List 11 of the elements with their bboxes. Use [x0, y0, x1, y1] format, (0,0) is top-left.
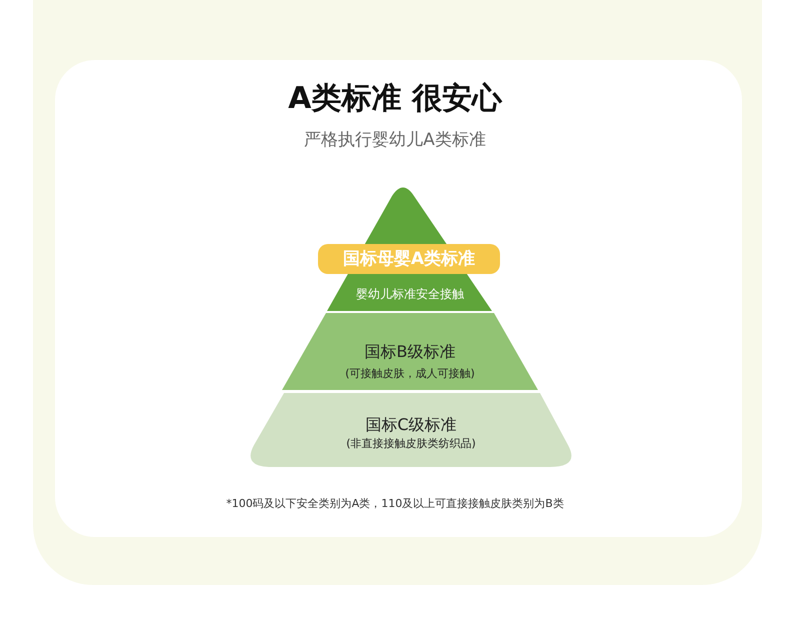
tier-description: 婴幼儿标准安全接触 — [355, 286, 465, 303]
subtitle: 严格执行婴幼儿A类标准 — [303, 129, 487, 151]
tier-description: (可接触皮肤，成人可接触) — [344, 366, 476, 381]
badge: 国标母婴A类标准 — [318, 244, 500, 274]
pyramid-tier — [250, 393, 572, 467]
tier-title: 国标C级标准 — [364, 415, 458, 436]
tier-description: (非直接接触皮肤类纺织品) — [345, 436, 477, 451]
title: A类标准 很安心 — [287, 80, 504, 118]
footnote: *100码及以下安全类别为A类，110及以上可直接接触皮肤类别为B类 — [225, 496, 565, 511]
tier-title: 国标B级标准 — [364, 342, 456, 363]
pyramid-tier — [280, 313, 540, 390]
